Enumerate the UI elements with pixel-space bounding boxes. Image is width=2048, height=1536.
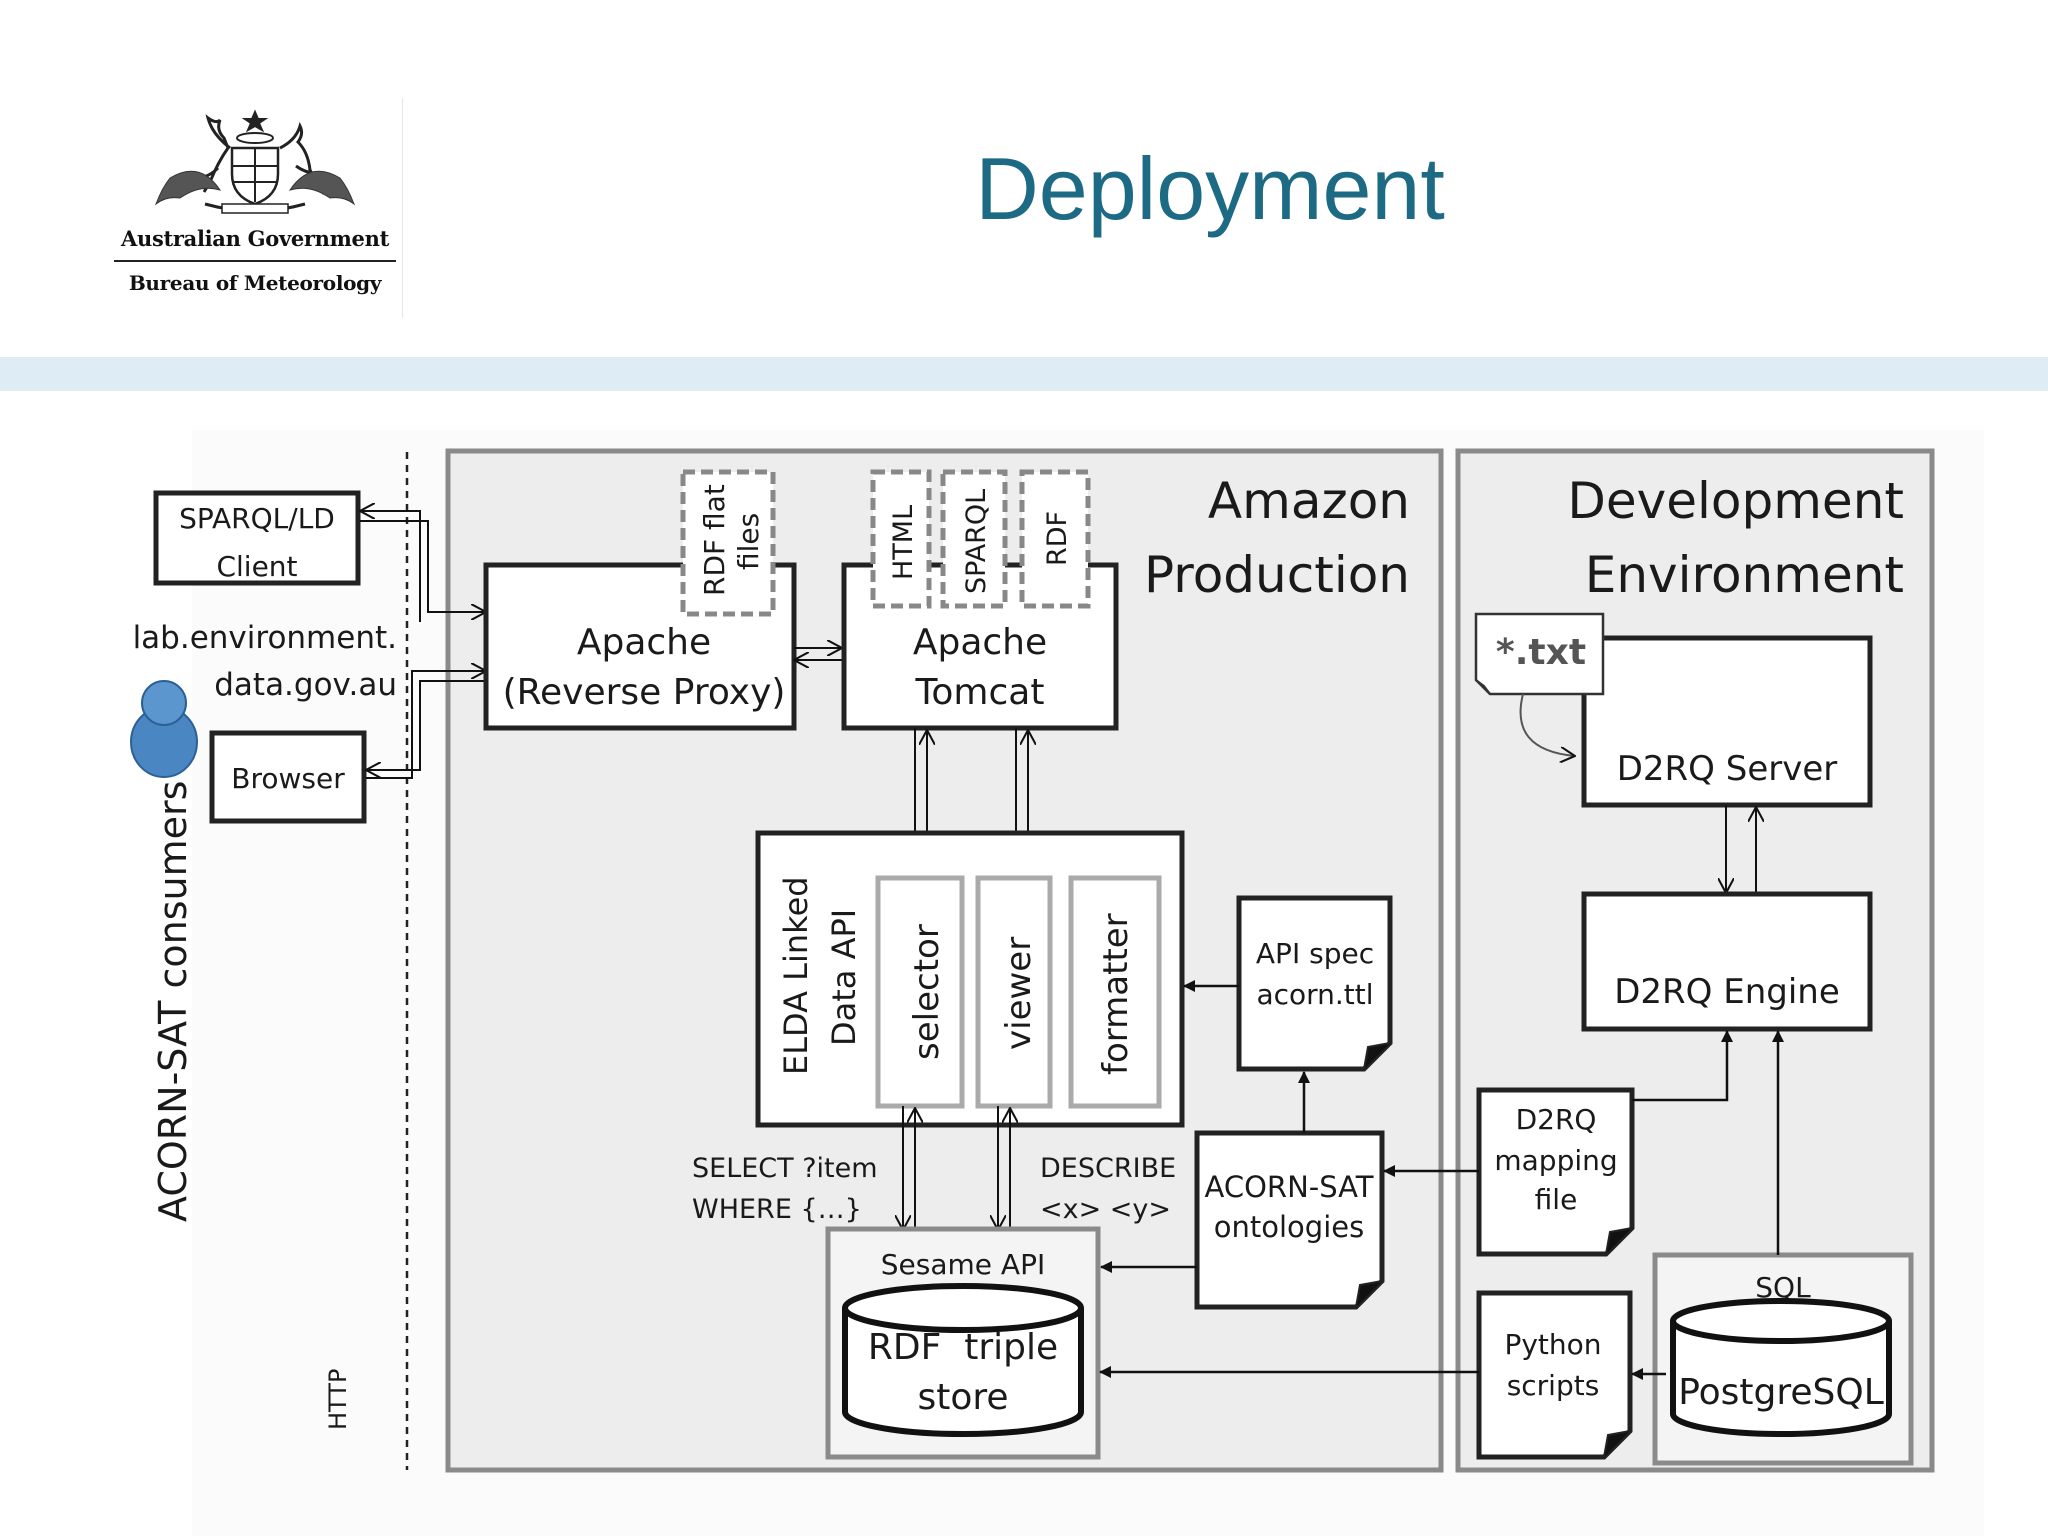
tomcat-line2: Tomcat xyxy=(915,672,1045,713)
select-query-line2: WHERE {…} xyxy=(692,1194,862,1225)
elda-sesame-connectors xyxy=(903,1106,1010,1230)
rdf-flat-files-line1: RDF flat xyxy=(698,484,731,596)
amazon-label-line1: Amazon xyxy=(1208,472,1410,530)
ontologies-line1: ACORN-SAT xyxy=(1205,1170,1374,1204)
api-spec-line2: acorn.ttl xyxy=(1256,978,1373,1011)
elda-selector-box xyxy=(875,875,965,1109)
rdf-flat-files-line2: files xyxy=(732,513,765,570)
txt-to-server-arrow xyxy=(1519,693,1575,756)
python-scripts-line1: Python xyxy=(1504,1328,1601,1361)
browser-box xyxy=(209,730,367,824)
logo-divider-rule xyxy=(114,260,396,262)
government-name: Australian Government xyxy=(121,226,389,251)
amazon-label-line2: Production xyxy=(1144,546,1410,604)
domain-line1: lab.environment. xyxy=(133,620,397,656)
elda-line2: Data API xyxy=(825,909,863,1046)
d2rq-engine-label: D2RQ Engine xyxy=(1614,972,1840,1012)
rdf-store-line1: RDF triple xyxy=(868,1327,1058,1368)
d2rq-mapping-line3: file xyxy=(1535,1183,1578,1216)
describe-query-line2: <x> <y> xyxy=(1040,1194,1171,1225)
tomcat-tag-rdf-box xyxy=(1019,469,1091,609)
bureau-name: Bureau of Meteorology xyxy=(128,271,382,295)
mapping-to-engine-arrow xyxy=(1632,1030,1733,1102)
consumers-label: ACORN-SAT consumers xyxy=(151,781,195,1222)
slide-header: Australian Government Bureau of Meteorol… xyxy=(0,0,2048,360)
tomcat-tag-sparql: SPARQL xyxy=(961,489,992,594)
server-engine-connectors xyxy=(1726,805,1756,893)
d2rq-engine-box xyxy=(1581,891,1873,1032)
elda-viewer: viewer xyxy=(999,937,1039,1050)
header-divider xyxy=(402,98,403,318)
txt-note-label: *.txt xyxy=(1496,632,1586,673)
postgresql-label: PostgreSQL xyxy=(1678,1372,1884,1413)
elda-formatter: formatter xyxy=(1096,913,1136,1075)
devenv-label-line1: Development xyxy=(1567,472,1904,530)
header-band xyxy=(0,357,2048,391)
d2rq-mapping-line2: mapping xyxy=(1494,1144,1617,1177)
sesame-api-label: Sesame API xyxy=(881,1248,1045,1281)
proxy-tomcat-connectors xyxy=(794,648,842,660)
consumer-connectors xyxy=(360,511,486,779)
elda-selector: selector xyxy=(907,924,947,1060)
postgresql-cylinder xyxy=(1670,1298,1892,1437)
rdf-store-cylinder xyxy=(842,1283,1084,1437)
apache-line2: (Reverse Proxy) xyxy=(503,672,786,713)
describe-query-line1: DESCRIBE xyxy=(1040,1153,1176,1184)
python-scripts-line2: scripts xyxy=(1507,1369,1600,1402)
tomcat-line1: Apache xyxy=(913,622,1047,663)
tomcat-tag-html-box xyxy=(870,469,932,609)
elda-line1: ELDA Linked xyxy=(777,876,815,1075)
user-icon xyxy=(130,680,198,778)
d2rq-mapping-line1: D2RQ xyxy=(1516,1103,1597,1136)
devenv-label-line2: Environment xyxy=(1585,546,1904,604)
api-spec-line1: API spec xyxy=(1256,937,1374,970)
txt-note xyxy=(1474,612,1605,696)
domain-line2: data.gov.au xyxy=(214,667,397,703)
government-logo: Australian Government Bureau of Meteorol… xyxy=(110,108,400,318)
tomcat-tag-rdf: RDF xyxy=(1042,511,1073,566)
elda-formatter-box xyxy=(1068,875,1162,1109)
select-query-line1: SELECT ?item xyxy=(692,1153,878,1184)
d2rq-server-box xyxy=(1581,635,1873,808)
http-label: HTTP xyxy=(324,1369,352,1430)
d2rq-server-label: D2RQ Server xyxy=(1617,749,1838,789)
coat-of-arms-icon xyxy=(154,109,356,214)
slide-title: Deployment xyxy=(975,139,1445,238)
tomcat-tag-sparql-box xyxy=(940,469,1008,609)
sparql-client-box xyxy=(153,490,361,586)
apache-line1: Apache xyxy=(577,622,711,663)
elda-viewer-box xyxy=(975,875,1053,1109)
sparql-client-line1: SPARQL/LD xyxy=(179,502,335,535)
rdf-store-line2: store xyxy=(917,1377,1008,1418)
rdf-flat-files-box xyxy=(680,469,776,617)
ontologies-line2: ontologies xyxy=(1214,1210,1364,1244)
sparql-client-line2: Client xyxy=(216,550,297,583)
browser-label: Browser xyxy=(231,762,345,795)
tomcat-tag-html: HTML xyxy=(888,505,919,580)
